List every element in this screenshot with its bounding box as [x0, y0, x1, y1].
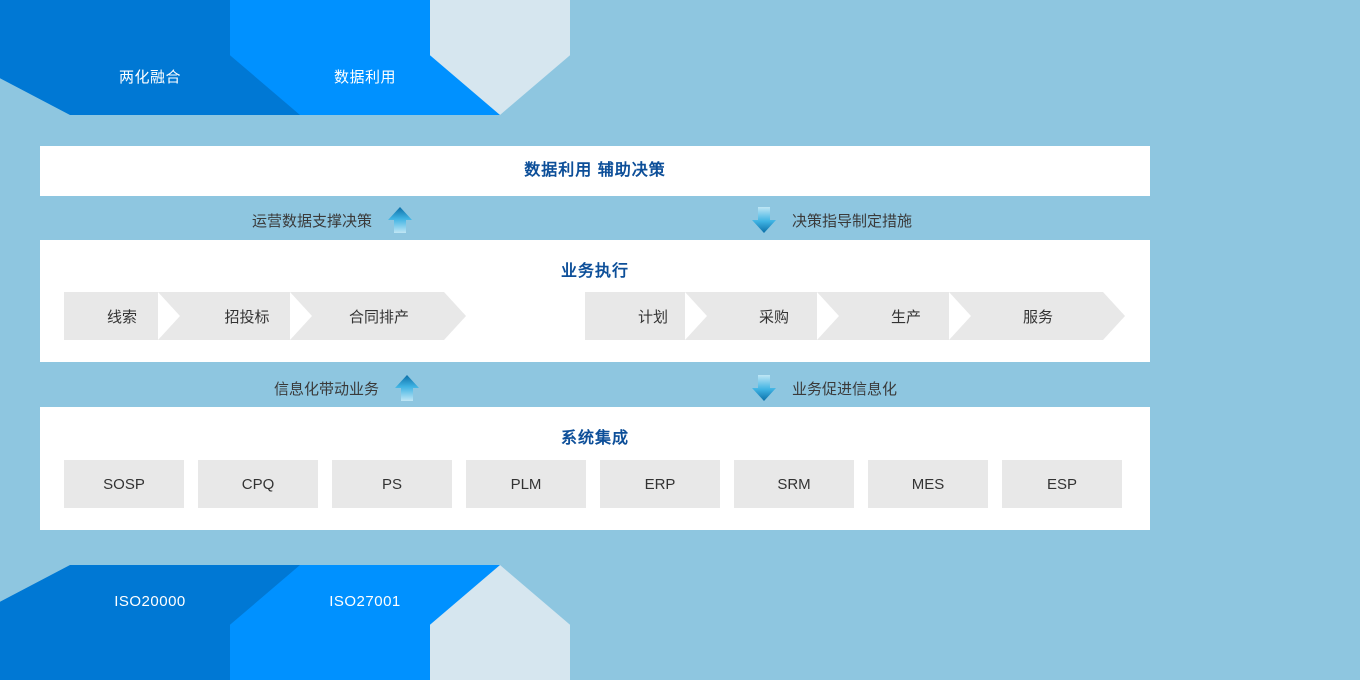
system-box-cpq[interactable]: CPQ [198, 460, 318, 508]
arrow-label-it-drives-business: 信息化带动业务 [274, 380, 380, 398]
business-flow-right-group: 计划 采购 生产 服务 [585, 292, 1125, 340]
arrow-group-up-decision: 运营数据支撑决策 [252, 205, 414, 235]
arrow-label-decision-guides: 决策指导制定措施 [792, 212, 913, 230]
flow-step-label: 服务 [1022, 308, 1053, 326]
system-box-mes[interactable]: MES [868, 460, 988, 508]
top-banner: 两化融合 数据利用 [0, 0, 600, 115]
system-box-label: ERP [644, 475, 676, 493]
flow-step-hetongpaichan[interactable]: 合同排产 [290, 292, 466, 340]
flow-step-label: 计划 [637, 308, 668, 326]
system-box-label: SRM [777, 475, 811, 493]
arrow-group-down-decision: 决策指导制定措施 [750, 205, 912, 235]
arrow-label-business-promotes-it: 业务促进信息化 [792, 380, 898, 398]
business-panel-title: 业务执行 [560, 263, 629, 280]
flow-step-shengchan[interactable]: 生产 [817, 292, 993, 340]
arrow-group-up-system: 信息化带动业务 [274, 373, 421, 403]
system-box-label: SOSP [103, 475, 145, 493]
system-box-row: SOSP CPQ PS PLM ERP SRM MES ESP [64, 460, 1122, 508]
decision-panel: 数据利用 辅助决策 [40, 146, 1150, 196]
bottom-ribbon-1-label: ISO20000 [114, 593, 186, 610]
top-ribbon-1-label: 两化融合 [118, 69, 181, 86]
system-box-sosp[interactable]: SOSP [64, 460, 184, 508]
system-box-label: PLM [510, 475, 542, 493]
decision-panel-title: 数据利用 辅助决策 [524, 162, 666, 179]
top-ribbon-2-label: 数据利用 [333, 69, 396, 86]
flow-step-fuwu[interactable]: 服务 [949, 292, 1125, 340]
flow-step-label: 采购 [758, 308, 789, 326]
flow-step-label: 生产 [890, 308, 921, 326]
arrow-row-system: 信息化带动业务 业务促进信息化 [40, 366, 1150, 410]
system-box-label: MES [911, 475, 945, 493]
system-box-label: ESP [1046, 475, 1077, 493]
flow-step-label: 线索 [106, 308, 137, 326]
arrow-down-icon [752, 207, 776, 233]
flow-step-zhaotoubiao[interactable]: 招投标 [158, 292, 334, 340]
flow-step-label: 合同排产 [348, 308, 409, 326]
flow-step-label: 招投标 [224, 308, 270, 326]
system-box-label: PS [381, 475, 402, 493]
arrow-up-icon [395, 375, 420, 401]
bottom-banner: ISO20000 ISO27001 [0, 565, 600, 680]
system-box-srm[interactable]: SRM [734, 460, 854, 508]
system-box-plm[interactable]: PLM [466, 460, 586, 508]
flow-step-caigou[interactable]: 采购 [685, 292, 861, 340]
business-flow-left-group: 线索 招投标 合同排产 [64, 292, 466, 340]
arrow-row-decision: 运营数据支撑决策 决策指导制定措施 [40, 198, 1150, 242]
bottom-ribbon-2-label: ISO27001 [329, 593, 401, 610]
system-box-esp[interactable]: ESP [1002, 460, 1122, 508]
arrow-label-operational-data: 运营数据支撑决策 [252, 212, 373, 230]
system-box-ps[interactable]: PS [332, 460, 452, 508]
arrow-group-down-system: 业务促进信息化 [750, 373, 897, 403]
arrow-down-icon [752, 375, 776, 401]
system-box-erp[interactable]: ERP [600, 460, 720, 508]
system-box-label: CPQ [241, 475, 275, 493]
system-panel-title: 系统集成 [560, 430, 629, 447]
arrow-up-icon [388, 207, 413, 233]
